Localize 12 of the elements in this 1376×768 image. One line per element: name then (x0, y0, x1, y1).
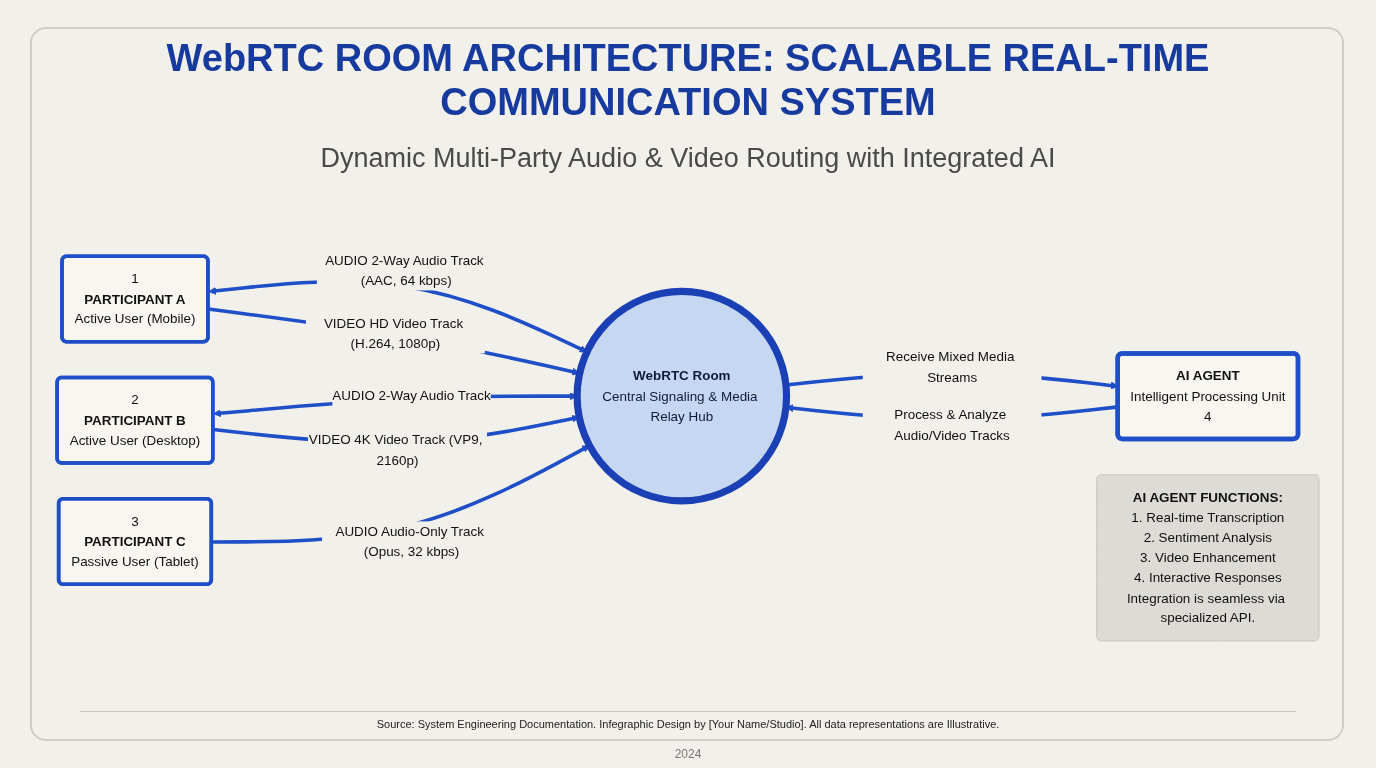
title: WebRTC ROOM ARCHITECTURE: SCALABLE REAL-TIME COMMUNICATION SYSTEM (165, 36, 1211, 124)
year-label: 2024 (673, 747, 703, 761)
edge-label: AUDIO 2-Way Audio Track (AAC, 64 kbps) (325, 252, 484, 288)
edge-label: VIDEO 4K Video Track (VP9, 2160p) (308, 431, 483, 468)
edge-label: AUDIO 2-Way Audio Track (332, 387, 491, 404)
edge-label: Process & Analyze Audio/Video Tracks (894, 406, 1010, 443)
caption: Source: System Engineering Documentation. Infegraphic Design by [Your Name/Studio]. All data representations are Illustrative. (375, 717, 1001, 731)
edge-label: VIDEO HD Video Track (H.264, 1080p) (323, 315, 464, 351)
subtitle: Dynamic Multi-Party Audio & Video Routing with Integrated AI (319, 142, 1057, 174)
edge-label: AUDIO Audio-Only Track (Opus, 32 kbps) (335, 523, 484, 559)
edge-label: Receive Mixed Media Streams (886, 348, 1015, 385)
node-circle: WebRTC Room Central Signaling & Media Relay Hub (573, 287, 791, 505)
